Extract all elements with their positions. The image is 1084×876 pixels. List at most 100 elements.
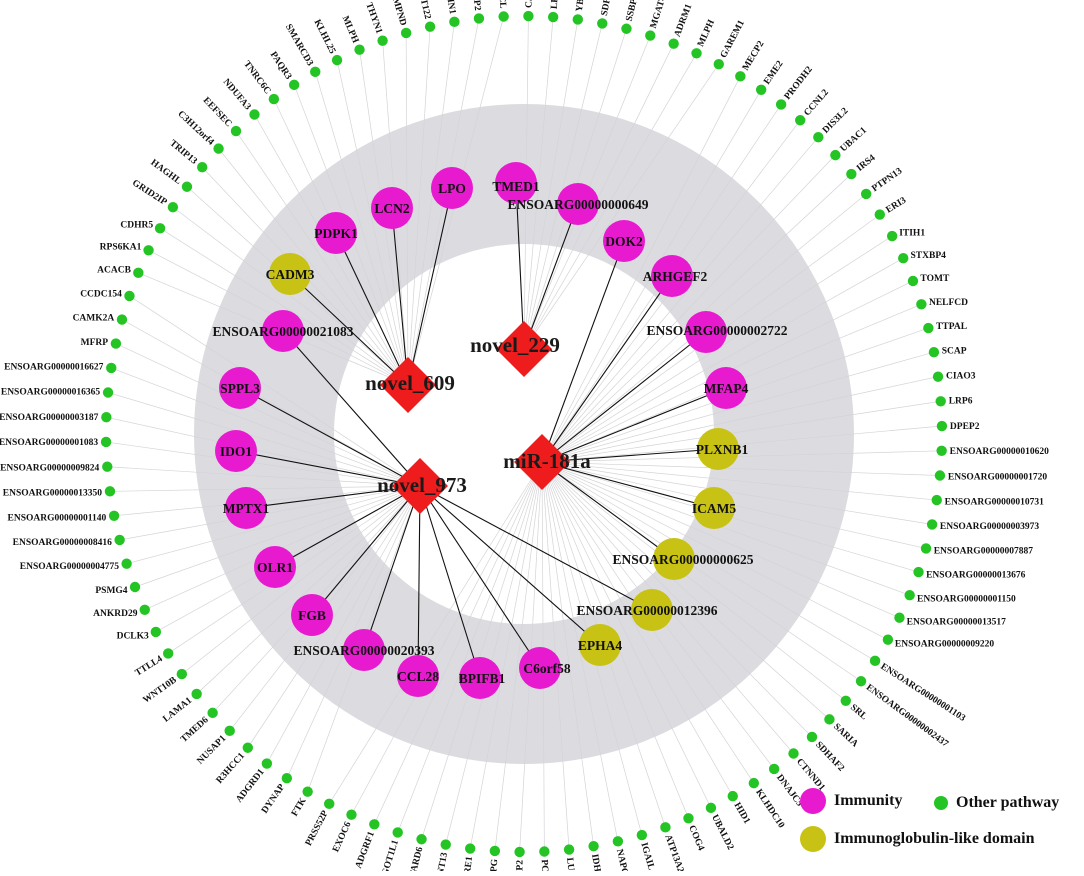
other-pathway-node — [310, 66, 321, 78]
outer-node-r3hcc1: R3HCC1 — [215, 742, 253, 786]
outer-node-ensoarg00000004775: ENSOARG00000004775 — [20, 558, 132, 572]
outer-edge — [336, 60, 409, 386]
other-pathway-node — [302, 786, 313, 797]
outer-node-label: SDHAF2 — [813, 740, 846, 774]
other-pathway-node — [331, 54, 343, 66]
other-pathway-node — [102, 387, 114, 398]
target-node-label: TMED1 — [492, 179, 540, 194]
outer-edge — [541, 461, 910, 596]
outer-node-label: NAPG — [614, 848, 630, 871]
outer-node-label: IFT122 — [416, 0, 433, 20]
outer-node-ift122: IFT122 — [416, 0, 436, 32]
outer-node-label: LAMA1 — [161, 696, 194, 725]
outer-node-ensoarg00000001103: ENSOARG00000001103 — [869, 655, 967, 724]
target-node-label: CCL28 — [397, 669, 439, 684]
outer-node-scap: SCAP — [928, 347, 967, 358]
outer-edge — [541, 400, 941, 463]
outer-node-label: THYN1 — [363, 1, 383, 35]
edge-tmed1 — [515, 182, 525, 350]
outer-edge — [421, 461, 543, 840]
outer-edge — [523, 19, 579, 350]
outer-edge — [523, 16, 554, 350]
other-pathway-node — [913, 566, 924, 578]
outer-edge — [541, 461, 847, 702]
outer-node-label: TNRC6C — [241, 59, 272, 96]
other-pathway-node — [523, 10, 534, 22]
hub-label: novel_609 — [365, 371, 455, 395]
outer-node-label: ADGRF1 — [354, 830, 377, 870]
other-pathway-node — [788, 748, 799, 759]
target-node-c6orf58: C6orf58 — [519, 647, 571, 689]
other-pathway-node — [213, 143, 224, 154]
other-pathway-node — [121, 558, 132, 569]
other-pathway-node — [100, 436, 112, 448]
outer-node-label: ENSOARG00000003187 — [0, 413, 99, 423]
other-pathway-node — [489, 845, 501, 857]
immunity-node-circle — [371, 187, 413, 229]
outer-node-label: TTPAL — [936, 322, 967, 332]
outer-node-ensoarg00000016627: ENSOARG00000016627 — [4, 362, 117, 374]
other-pathway-node — [108, 510, 120, 521]
hub-novel-229: novel_229 — [470, 321, 560, 377]
outer-node-adgrf1: ADGRF1 — [354, 819, 380, 870]
outer-edge — [107, 392, 421, 487]
other-pathway-node — [288, 79, 300, 91]
outer-node-ccdc154: CCDC154 — [80, 289, 135, 302]
outer-edge — [469, 461, 543, 849]
outer-node-label: GALNT13 — [432, 851, 450, 871]
outer-node-ensoarg00000003973: ENSOARG00000003973 — [926, 519, 1039, 532]
mirna-diamond — [514, 434, 570, 490]
other-pathway-node — [935, 396, 946, 407]
outer-node-paqr3: PAQR3 — [268, 50, 300, 91]
other-pathway-node — [886, 230, 898, 242]
outer-edge — [374, 461, 543, 825]
target-node-plxnb1: PLXNB1 — [696, 428, 748, 470]
outer-node-label: PTPN13 — [870, 166, 904, 194]
outer-node-ttpal: TTPAL — [923, 322, 967, 334]
outer-node-label: ENSOARG00000013676 — [926, 571, 1025, 581]
outer-node-label: GRID2IP — [130, 178, 168, 208]
immunity-node-circle — [254, 546, 296, 588]
target-node-ccl28: CCL28 — [397, 655, 439, 697]
target-node-label: ARHGEF2 — [643, 269, 708, 284]
other-pathway-node — [846, 168, 857, 180]
outer-node-tomt: TOMT — [907, 274, 950, 287]
other-pathway-node — [588, 840, 599, 852]
outer-node-srl: SRL — [840, 695, 869, 722]
other-pathway-node — [597, 18, 608, 29]
outer-edge — [126, 485, 421, 565]
other-pathway-node — [281, 773, 293, 784]
outer-edge — [541, 461, 813, 738]
other-pathway-node — [795, 115, 806, 126]
immunity-node-circle — [557, 183, 599, 225]
outer-node-ensoarg00000009220: ENSOARG00000009220 — [882, 634, 994, 650]
hub-label: novel_973 — [377, 473, 467, 497]
outer-edge — [328, 461, 543, 805]
other-pathway-node — [806, 731, 818, 743]
outer-edge — [541, 351, 935, 463]
outer-node-label: LUC7L3 — [564, 857, 578, 871]
other-pathway-node — [923, 322, 934, 334]
outer-node-galnt13: GALNT13 — [432, 839, 451, 876]
outer-node-label: CAMK2A — [73, 313, 115, 323]
other-pathway-node — [691, 48, 702, 59]
outer-node-label: RPS6KA1 — [100, 243, 142, 253]
other-pathway-node — [106, 362, 117, 374]
target-node-pdpk1: PDPK1 — [314, 212, 358, 254]
outer-node-label: UBALD2 — [709, 813, 735, 852]
inner-nodes: LPOLCN2PDPK1CADM3TMED1ENSOARG00000000649… — [212, 162, 788, 699]
outer-edge — [114, 485, 421, 517]
other-pathway-node — [114, 534, 125, 546]
outer-edge — [541, 461, 937, 501]
other-pathway-node — [129, 581, 141, 593]
target-node-label: DOK2 — [605, 234, 643, 249]
other-pathway-node — [874, 209, 885, 220]
outer-node-label: DPEP2 — [950, 422, 980, 432]
outer-node-ftk: FTK — [290, 786, 313, 818]
outer-node-eefsec: EEFSEC — [201, 96, 242, 137]
mirna-diamond — [496, 321, 552, 377]
outer-node-dclk3: DCLK3 — [117, 626, 162, 642]
other-pathway-node — [424, 21, 436, 32]
outer-node-label: ENSOARG00000010620 — [950, 447, 1049, 457]
